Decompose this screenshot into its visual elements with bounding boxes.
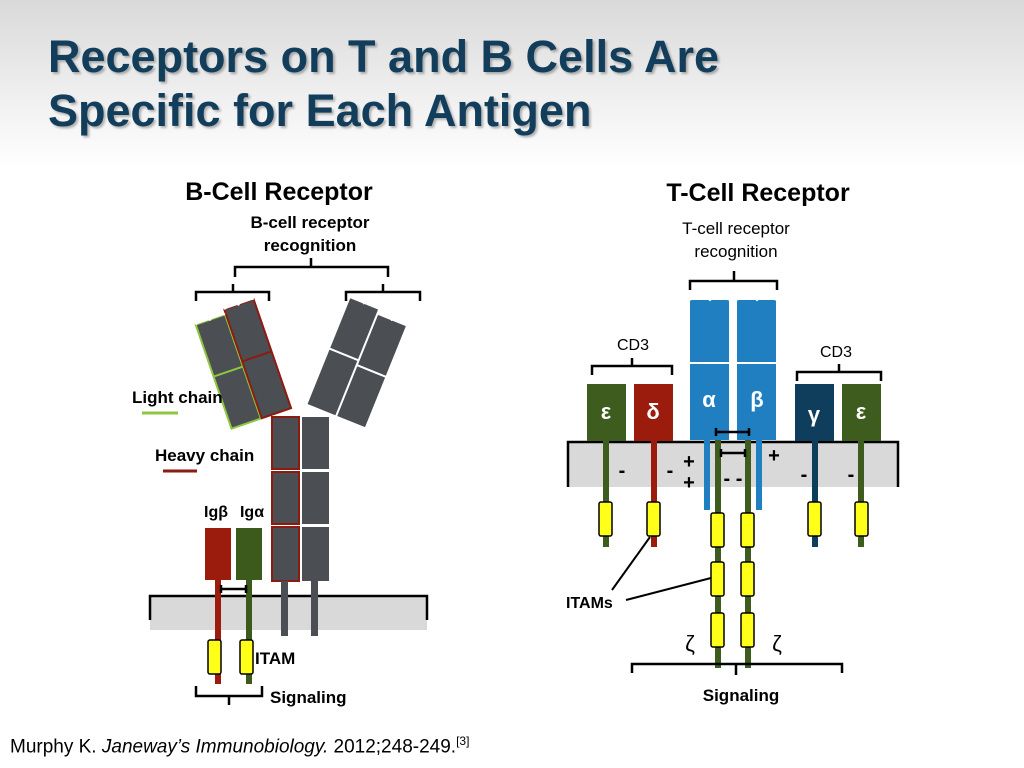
cd3-epsilon-right-itam [854,501,869,537]
cd3-gamma-label: γ [808,402,821,427]
charge-epsilon-left: - [619,460,626,482]
zeta-right-itam-1 [740,512,755,548]
tcr-alpha-label: α [702,387,716,412]
tcr-recognition-bracket [688,271,779,290]
bcr-signaling-label: Signaling [270,688,347,707]
zeta-left-label: ζ [685,631,695,656]
light-chain-label: Light chain [132,388,223,407]
tcr-beta-chain [737,300,776,440]
slide-title: Receptors on T and B Cells Are Specific … [48,30,719,138]
bcr-recognition-bracket [233,258,390,277]
zeta-chain-right [745,440,751,668]
bcr-membrane-outline [148,594,429,620]
tcr-alpha-tail [704,430,710,510]
tcr-recognition-line1: T-cell receptor [682,219,790,238]
cd3-epsilon-right-tail [858,441,864,547]
charge-beta: + [768,445,780,467]
bcr-diagram: B-Cell Receptor B-cell receptor recognit… [132,178,429,707]
cd3-delta-label: δ [646,399,659,424]
itams-pointer-2 [625,577,712,601]
zeta-disulfide-bond [719,449,747,457]
bcr-right-arm-bracket [344,284,422,301]
cd3-delta-tail [651,441,657,547]
bcr-recognition-line2: recognition [264,236,357,255]
bcr-left-fab [194,297,293,430]
cd3-epsilon-right [842,384,881,441]
bcr-heading: B-Cell Receptor [185,178,373,206]
slide-title-line-1: Receptors on T and B Cells Are [48,31,719,82]
zeta-left-itam-2 [710,561,725,597]
ig-disulfide-bond [219,585,248,593]
cd3-gamma [795,384,834,441]
citation-details: 2012;248-249. [328,736,457,758]
tcr-itams-label: ITAMs [566,595,613,612]
bcr-membrane [150,596,427,630]
cd3-left-label: CD3 [617,337,649,354]
cd3-right-bracket [795,364,883,381]
cd3-left-bracket [590,358,674,375]
bcr-signaling-bracket [194,686,264,705]
heavy-chain-label: Heavy chain [155,446,254,465]
charge-alpha-plus-2: + [683,472,695,494]
cd3-delta [634,384,673,441]
ig-alpha-tail [246,580,252,684]
ig-alpha-itam [239,639,254,675]
tcr-diagram: T-Cell Receptor T-cell receptor recognit… [566,179,900,705]
charge-gamma: - [801,464,808,486]
tcr-alpha-chain [690,300,729,440]
tcr-signaling-label: Signaling [703,686,780,705]
charge-alpha-plus-1: + [683,451,695,473]
tcr-heading: T-Cell Receptor [666,179,850,207]
ig-beta-tail [215,580,221,684]
cd3-epsilon-left [587,384,626,441]
cd3-gamma-tail [812,441,818,547]
ig-alpha-chain [236,528,262,580]
tcr-beta-label: β [750,387,763,412]
cd3-epsilon-left-tail [603,441,609,547]
ig-beta-label: Igβ [204,504,228,521]
tcr-recognition-line2: recognition [694,242,777,261]
zeta-left-itam-1 [710,512,725,548]
zeta-right-itam-3 [740,612,755,648]
cd3-epsilon-left-label: ε [601,399,612,424]
citation-author: Murphy K. [10,736,102,758]
ig-beta-itam [207,639,222,675]
itams-pointer-1 [611,536,651,591]
zeta-left-itam-3 [710,612,725,648]
bcr-right-fab [306,295,408,429]
cd3-epsilon-right-label: ε [856,399,867,424]
citation-book: Janeway’s Immunobiology. [101,736,329,758]
bcr-recognition-line1: B-cell receptor [250,213,369,232]
tcr-disulfide-bond [714,428,751,436]
citation: Murphy K. Janeway’s Immunobiology. 2012;… [10,734,469,758]
tcr-beta-tail [756,430,762,510]
bcr-itam-label: ITAM [255,649,295,668]
cd3-epsilon-left-itam [598,501,613,537]
bcr-left-arm-bracket [194,284,271,301]
slide-title-line-2: Specific for Each Antigen [48,85,592,136]
ig-beta-chain [205,528,231,580]
ig-alpha-label: Igα [240,504,264,521]
zeta-chain-left [715,440,721,668]
zeta-right-label: ζ [772,631,782,656]
cd3-right-label: CD3 [820,344,852,361]
cd3-delta-itam [646,501,661,537]
zeta-right-itam-2 [740,561,755,597]
tcr-signaling-bracket [630,662,844,675]
citation-reference: [3] [456,734,470,748]
charge-delta: - [667,460,674,482]
charge-epsilon-right: - [848,464,855,486]
cd3-gamma-itam [807,501,822,537]
bcr-fc-stem [271,416,329,636]
charge-zeta: - - [724,468,743,490]
